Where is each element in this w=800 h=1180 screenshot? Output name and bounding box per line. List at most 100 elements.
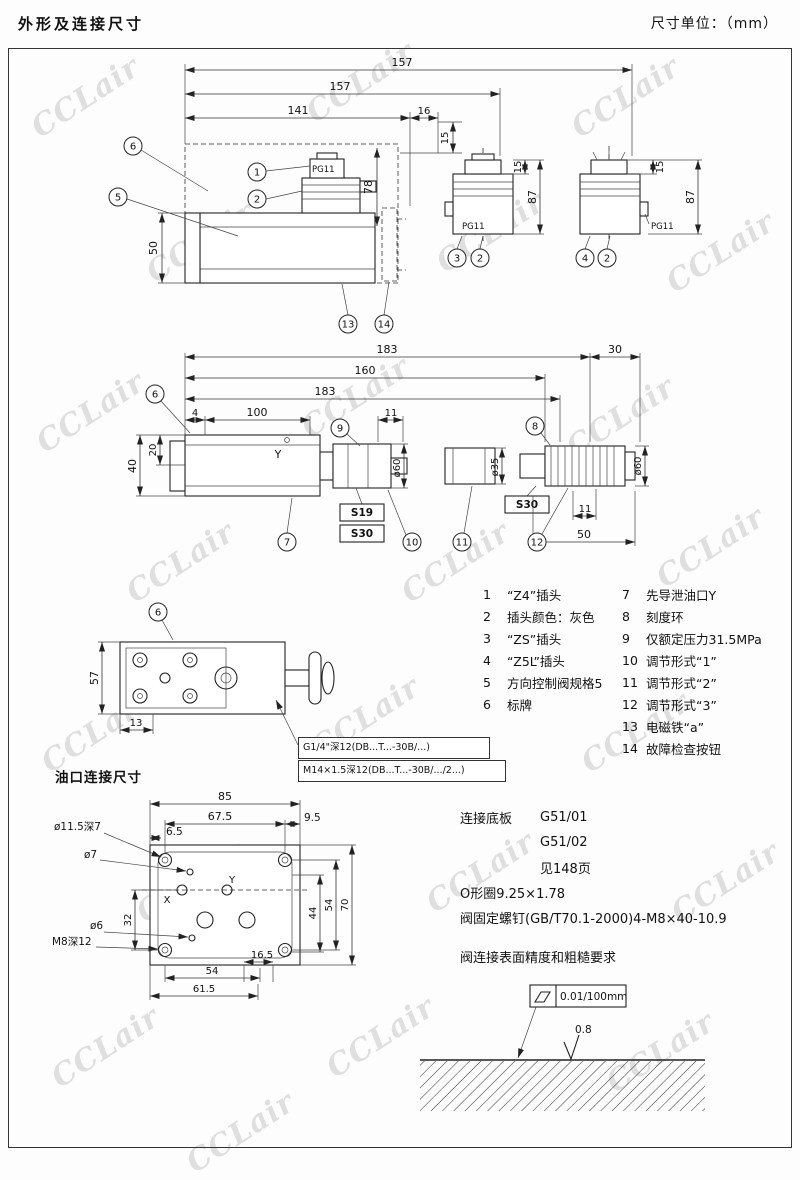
callout-7: 7: [277, 532, 297, 552]
dim-78: 78: [362, 180, 375, 194]
surface-finish-drawing: 0.01/100mm 0.8: [420, 984, 705, 1111]
flatness-tolerance: 0.01/100mm: [560, 991, 627, 1003]
wrench-size-s30b: S30: [516, 499, 538, 511]
label-d11-5: ø11.5深7: [54, 821, 101, 833]
dim-54b: 54: [206, 966, 219, 977]
subplate-value-2: G51/02: [540, 835, 588, 850]
callout-9: 9: [330, 418, 350, 438]
callout-4: 4: [575, 248, 595, 268]
svg-text:9: 9: [337, 424, 343, 435]
dim-16-5: 16.5: [251, 950, 273, 961]
dim-54: 54: [324, 899, 335, 912]
dim-4: 4: [192, 408, 198, 419]
port-label-y: Y: [274, 448, 282, 461]
connection-info: 连接底板 G51/01 G51/02 见148页 O形圈9.25×1.78 阀固…: [460, 805, 780, 930]
dim-16: 16: [418, 106, 431, 117]
callout-6: 6: [145, 384, 165, 404]
svg-text:14: 14: [378, 320, 391, 331]
dim-20: 20: [148, 444, 159, 457]
svg-text:13: 13: [342, 320, 355, 331]
callout-2: 2: [597, 248, 617, 268]
svg-text:7: 7: [284, 538, 290, 549]
legend-item: 4“Z5L”插头: [483, 652, 565, 669]
wrench-size-s30: S30: [351, 528, 373, 540]
dim-pg11: PG11: [651, 222, 674, 232]
roughness-value: 0.8: [575, 1024, 592, 1036]
callout-1: 1: [247, 162, 267, 182]
roughness-symbol-icon: [563, 1034, 580, 1061]
thread-note-g14: G1/4"深12(DB...T...-30B/...): [298, 737, 490, 759]
svg-text:10: 10: [406, 538, 419, 549]
dim-100: 100: [247, 406, 268, 419]
callout-14: 14: [374, 314, 394, 334]
callout-11: 11: [452, 532, 472, 552]
label-d7: ø7: [84, 849, 97, 861]
dim-61-5: 61.5: [193, 984, 215, 995]
callout-5: 5: [108, 187, 128, 207]
svg-text:4: 4: [582, 254, 588, 265]
dim-157-inner: 157: [330, 80, 351, 93]
port-section-title: 油口连接尺寸: [55, 770, 142, 786]
dim-32: 32: [123, 914, 134, 927]
callout-13: 13: [338, 314, 358, 334]
dim-11b: 11: [579, 504, 592, 515]
port-label-x: X: [164, 895, 171, 906]
port-pattern-drawing: X Y ø11.5深7 ø7 ø6 M8深12 85 67.5 9.5 6.5 …: [52, 790, 356, 1000]
svg-text:3: 3: [454, 254, 460, 265]
flatness-symbol-icon: [534, 991, 551, 1003]
label-d6: ø6: [90, 920, 103, 932]
label-m8: M8深12: [52, 936, 92, 948]
svg-text:12: 12: [531, 538, 544, 549]
svg-text:2: 2: [604, 254, 610, 265]
page-title: 外形及连接尺寸: [18, 15, 145, 33]
dim-87: 87: [684, 190, 697, 204]
callout-8: 8: [525, 416, 545, 436]
svg-text:6: 6: [152, 390, 158, 401]
svg-text:5: 5: [115, 193, 121, 204]
port-label-y: Y: [228, 875, 236, 886]
dim-160: 160: [355, 364, 376, 377]
subplate-value-1: G51/01: [540, 810, 588, 825]
callout-2: 2: [470, 248, 490, 268]
dim-9-5: 9.5: [304, 812, 321, 824]
dim-pg11: PG11: [462, 222, 485, 232]
dim-13: 13: [130, 718, 143, 729]
dim-15: 15: [440, 132, 451, 145]
dim-183: 183: [377, 343, 398, 356]
dim-141: 141: [288, 104, 309, 117]
dim-157-outer: 157: [392, 56, 413, 69]
svg-text:6: 6: [155, 608, 161, 619]
callout-6: 6: [123, 136, 143, 156]
callout-3: 3: [447, 248, 467, 268]
svg-text:2: 2: [254, 195, 260, 206]
drawing-frame: [8, 48, 792, 1148]
dim-pg11: PG11: [312, 165, 335, 175]
callout-10: 10: [402, 532, 422, 552]
dim-d60b: ø60: [633, 457, 644, 476]
legend-item: 3“ZS”插头: [483, 630, 562, 647]
callout-6: 6: [148, 602, 168, 622]
dim-183b: 183: [315, 385, 336, 398]
dim-67-5: 67.5: [208, 810, 233, 823]
svg-text:8: 8: [532, 422, 538, 433]
callout-2: 2: [247, 189, 267, 209]
oring-spec: O形圈9.25×1.78: [460, 887, 566, 902]
screw-spec: 阀固定螺钉(GB/T70.1-2000)4-M8×40-10.9: [460, 912, 727, 927]
svg-text:1: 1: [254, 168, 260, 179]
dim-50: 50: [147, 241, 160, 255]
dim-70: 70: [340, 899, 351, 912]
dimension-unit-label: 尺寸单位：（mm）: [650, 16, 778, 32]
